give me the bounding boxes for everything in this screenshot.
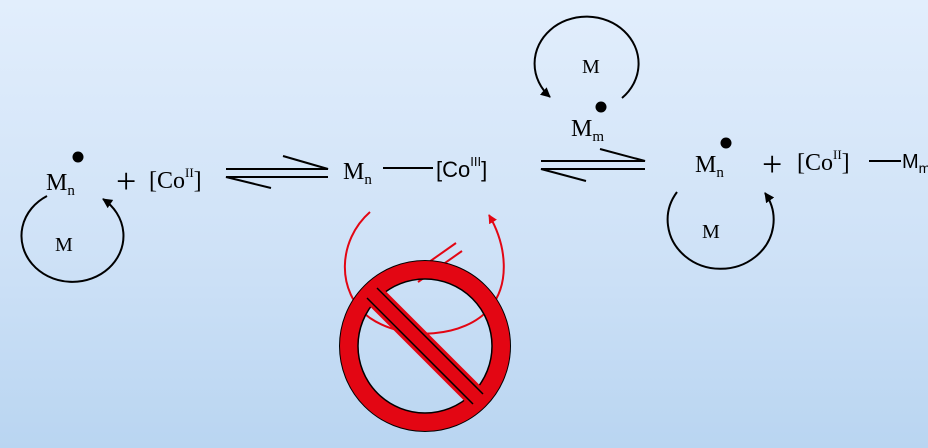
cobalt-oxidation: III [470, 154, 482, 169]
cobalt-suffix: ] [481, 157, 488, 182]
radical-dot-right [720, 137, 732, 149]
radical-dot-top [595, 101, 607, 113]
cobalt-oxidation: II [185, 165, 194, 180]
cobalt-prefix: [Co [149, 168, 185, 194]
top-propagation-loop [533, 15, 640, 99]
chain-sub: m [918, 160, 928, 176]
radical-base: M [571, 116, 593, 142]
plus-sign-left: + [116, 161, 137, 201]
right-propagation-loop [666, 191, 775, 270]
radical-base: M [46, 170, 68, 196]
radical-sub: n [67, 183, 75, 199]
chain-mm-right: Mm [902, 151, 928, 175]
radical-mm-top: Mm [571, 116, 604, 145]
prohibited-sign-icon [339, 260, 511, 432]
cobalt-suffix: ] [841, 150, 850, 176]
cobalt-prefix: [Co [436, 157, 471, 182]
left-propagation-loop [20, 195, 125, 283]
monomer-label-right: M [702, 221, 720, 243]
radical-base: M [343, 159, 365, 185]
monomer-label-top: M [582, 56, 600, 78]
cobalt-ii-left: [CoII] [149, 166, 202, 194]
radical-dot-left [72, 151, 84, 163]
cobalt-ii-right: [CoII] [797, 148, 850, 176]
radical-sub: n [716, 165, 724, 181]
monomer-label-left: M [55, 234, 73, 256]
chain-base: M [902, 151, 919, 173]
equilibrium-arrow-right [540, 148, 646, 182]
cobalt-suffix: ] [193, 168, 202, 194]
radical-base: M [695, 152, 717, 178]
cobalt-oxidation: II [833, 147, 842, 162]
radical-mn-dormant: Mn [343, 159, 372, 188]
cobalt-prefix: [Co [797, 150, 833, 176]
radical-sub: m [592, 129, 605, 145]
equilibrium-arrow-left [225, 155, 329, 189]
radical-mn-left: Mn [46, 170, 75, 199]
radical-mn-right: Mn [695, 152, 724, 181]
plus-sign-right: + [762, 144, 783, 184]
radical-sub: n [364, 172, 372, 188]
cobalt-iii: [CoIII] [436, 155, 488, 182]
